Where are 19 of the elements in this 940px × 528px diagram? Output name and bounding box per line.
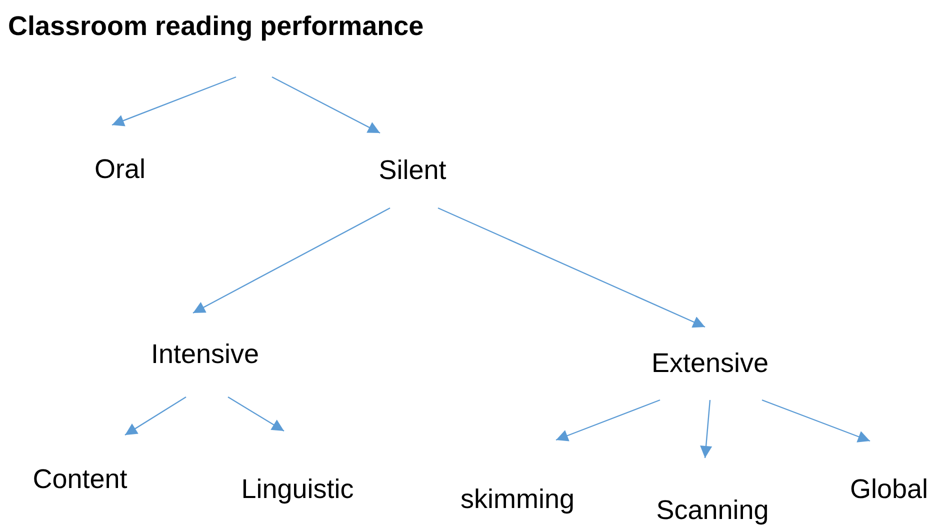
node-label: skimming <box>460 485 574 515</box>
node-label: Extensive <box>651 348 769 378</box>
arrow <box>192 207 390 314</box>
arrow <box>272 76 380 134</box>
node-label: Oral <box>94 155 146 185</box>
node-label: Linguistic <box>241 475 354 505</box>
arrow <box>700 400 712 458</box>
arrow <box>762 399 870 442</box>
node-label: Silent <box>378 156 446 186</box>
node-label: Global <box>850 475 928 505</box>
arrow <box>556 399 660 442</box>
arrow <box>438 207 706 328</box>
arrow <box>112 76 236 126</box>
node-label: Content <box>32 465 128 495</box>
node-label: Intensive <box>150 340 260 370</box>
arrow <box>228 396 284 432</box>
root-label: Classroom reading performance <box>8 12 424 42</box>
node-label: Scanning <box>656 496 769 526</box>
arrow <box>124 396 186 436</box>
